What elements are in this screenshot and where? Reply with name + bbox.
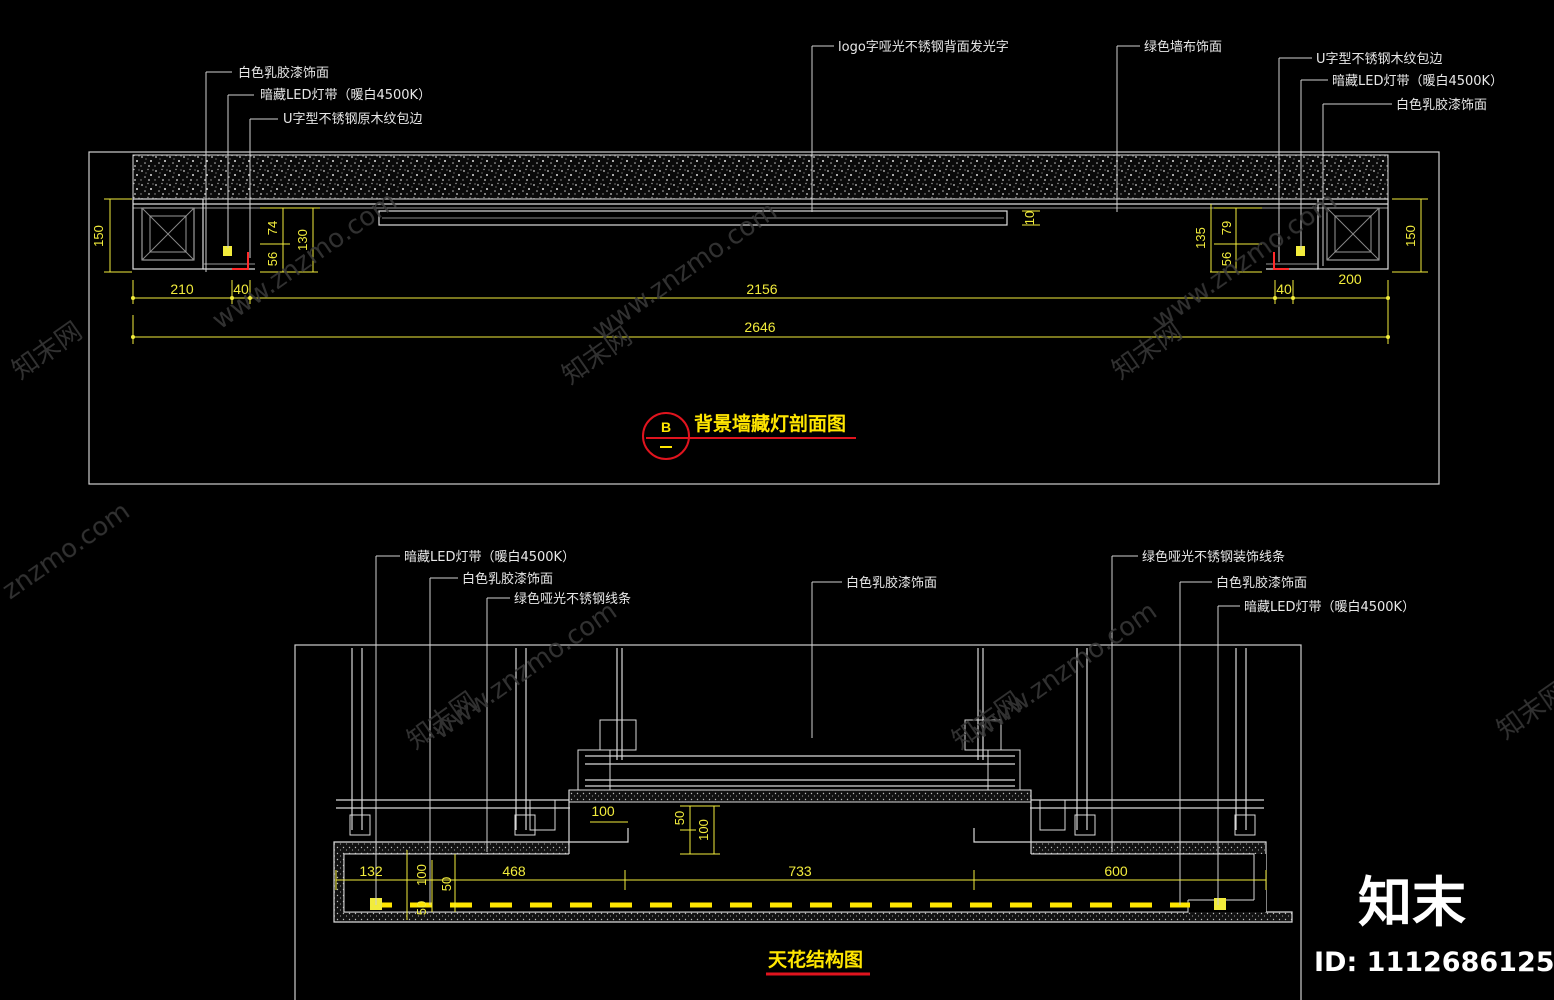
callout-green-steel-right: 绿色哑光不锈钢装饰线条: [1142, 549, 1285, 565]
dim-132: 132: [359, 863, 383, 879]
watermark-cn-1: 知末网: [7, 316, 88, 385]
dim-468: 468: [502, 863, 526, 879]
dim-left-74: 74: [265, 221, 280, 235]
bottom-frame: [294, 644, 1302, 1000]
callout-logo: logo字哑光不锈钢背面发光字: [838, 39, 1009, 55]
u-trim-right: [1273, 252, 1289, 270]
callout-latex-paint-left: 白色乳胶漆饰面: [238, 65, 329, 81]
top-section-title: 背景墙藏灯剖面图: [694, 412, 846, 435]
top-dimensions: [104, 198, 1428, 344]
watermark-cn-6: 知末网: [1492, 676, 1554, 745]
watermark-short-1: znzmo.com: [0, 496, 136, 606]
bottom-section-title: 天花结构图: [768, 948, 863, 971]
callout-latex-paint-bottom-left: 白色乳胶漆饰面: [462, 571, 553, 587]
dim-2156: 2156: [746, 281, 777, 297]
callout-u-steel-right: U字型不锈钢木纹包边: [1316, 52, 1443, 67]
logo-strip: [378, 210, 1008, 226]
dim-50: 50: [672, 811, 687, 825]
right-box: [1317, 198, 1389, 270]
top-frame: [88, 151, 1440, 485]
dim-left-130: 130: [295, 229, 310, 251]
dim-50-low: 50: [414, 901, 429, 915]
led-fixture-right: [1214, 898, 1226, 910]
dim-right-150: 150: [1403, 225, 1418, 247]
dim-10: 10: [1022, 211, 1037, 225]
watermark-cn-3: 知末网: [1107, 316, 1188, 385]
dim-40-left: 40: [233, 281, 249, 297]
callout-led-strip-bottom-left: 暗藏LED灯带（暖白4500K）: [404, 549, 575, 565]
section-marker-label: B: [661, 419, 671, 435]
dim-right-135: 135: [1193, 227, 1208, 249]
dim-200: 200: [1338, 271, 1362, 287]
brand-logo: 知末: [1358, 871, 1466, 934]
watermark-site-1: www.znzmo.com: [207, 186, 403, 336]
callout-latex-paint-bottom-right: 白色乳胶漆饰面: [1216, 575, 1307, 591]
callout-latex-paint-right: 白色乳胶漆饰面: [1396, 97, 1487, 113]
callout-latex-paint-center: 白色乳胶漆饰面: [846, 575, 937, 591]
callout-led-strip-left: 暗藏LED灯带（暖白4500K）: [260, 87, 431, 103]
callout-green-fabric: 绿色墙布饰面: [1144, 39, 1222, 55]
led-left: [223, 246, 232, 256]
bottom-section: 暗藏LED灯带（暖白4500K） 白色乳胶漆饰面 绿色哑光不锈钢线条 白色乳胶漆…: [294, 549, 1415, 1000]
left-box: [132, 198, 204, 270]
callout-led-strip-right: 暗藏LED灯带（暖白4500K）: [1332, 73, 1503, 89]
dim-2646: 2646: [744, 319, 775, 335]
dim-100-side: 100: [696, 819, 711, 841]
dim-50-left: 50: [439, 877, 454, 891]
section-marker: [642, 412, 690, 460]
dim-100-left: 100: [414, 864, 429, 886]
dim-100-top: 100: [591, 803, 615, 819]
center-soffit: [568, 789, 1032, 803]
id-text: ID: 1112686125: [1314, 947, 1554, 978]
dim-right-56: 56: [1219, 252, 1234, 266]
top-section: 白色乳胶漆饰面 暗藏LED灯带（暖白4500K） U字型不锈钢原木纹包边 log…: [88, 39, 1503, 485]
dim-left-150: 150: [91, 225, 106, 247]
callout-led-strip-bottom-right: 暗藏LED灯带（暖白4500K）: [1244, 599, 1415, 615]
watermarks: www.znzmo.com www.znzmo.com www.znzmo.co…: [0, 186, 1554, 756]
bottom-dimensions: [335, 805, 1267, 920]
dim-210: 210: [170, 281, 194, 297]
callout-u-steel-left: U字型不锈钢原木纹包边: [283, 112, 423, 127]
callout-green-steel-left: 绿色哑光不锈钢线条: [514, 591, 631, 607]
dim-600: 600: [1104, 863, 1128, 879]
wall-slab: [132, 154, 1389, 200]
led-right: [1296, 246, 1305, 256]
watermark-site-3: www.znzmo.com: [1147, 186, 1343, 336]
dim-733: 733: [788, 863, 812, 879]
dim-40-right: 40: [1276, 281, 1292, 297]
u-trim-left: [232, 252, 249, 270]
dim-right-79: 79: [1219, 221, 1234, 235]
dim-left-56: 56: [265, 252, 280, 266]
